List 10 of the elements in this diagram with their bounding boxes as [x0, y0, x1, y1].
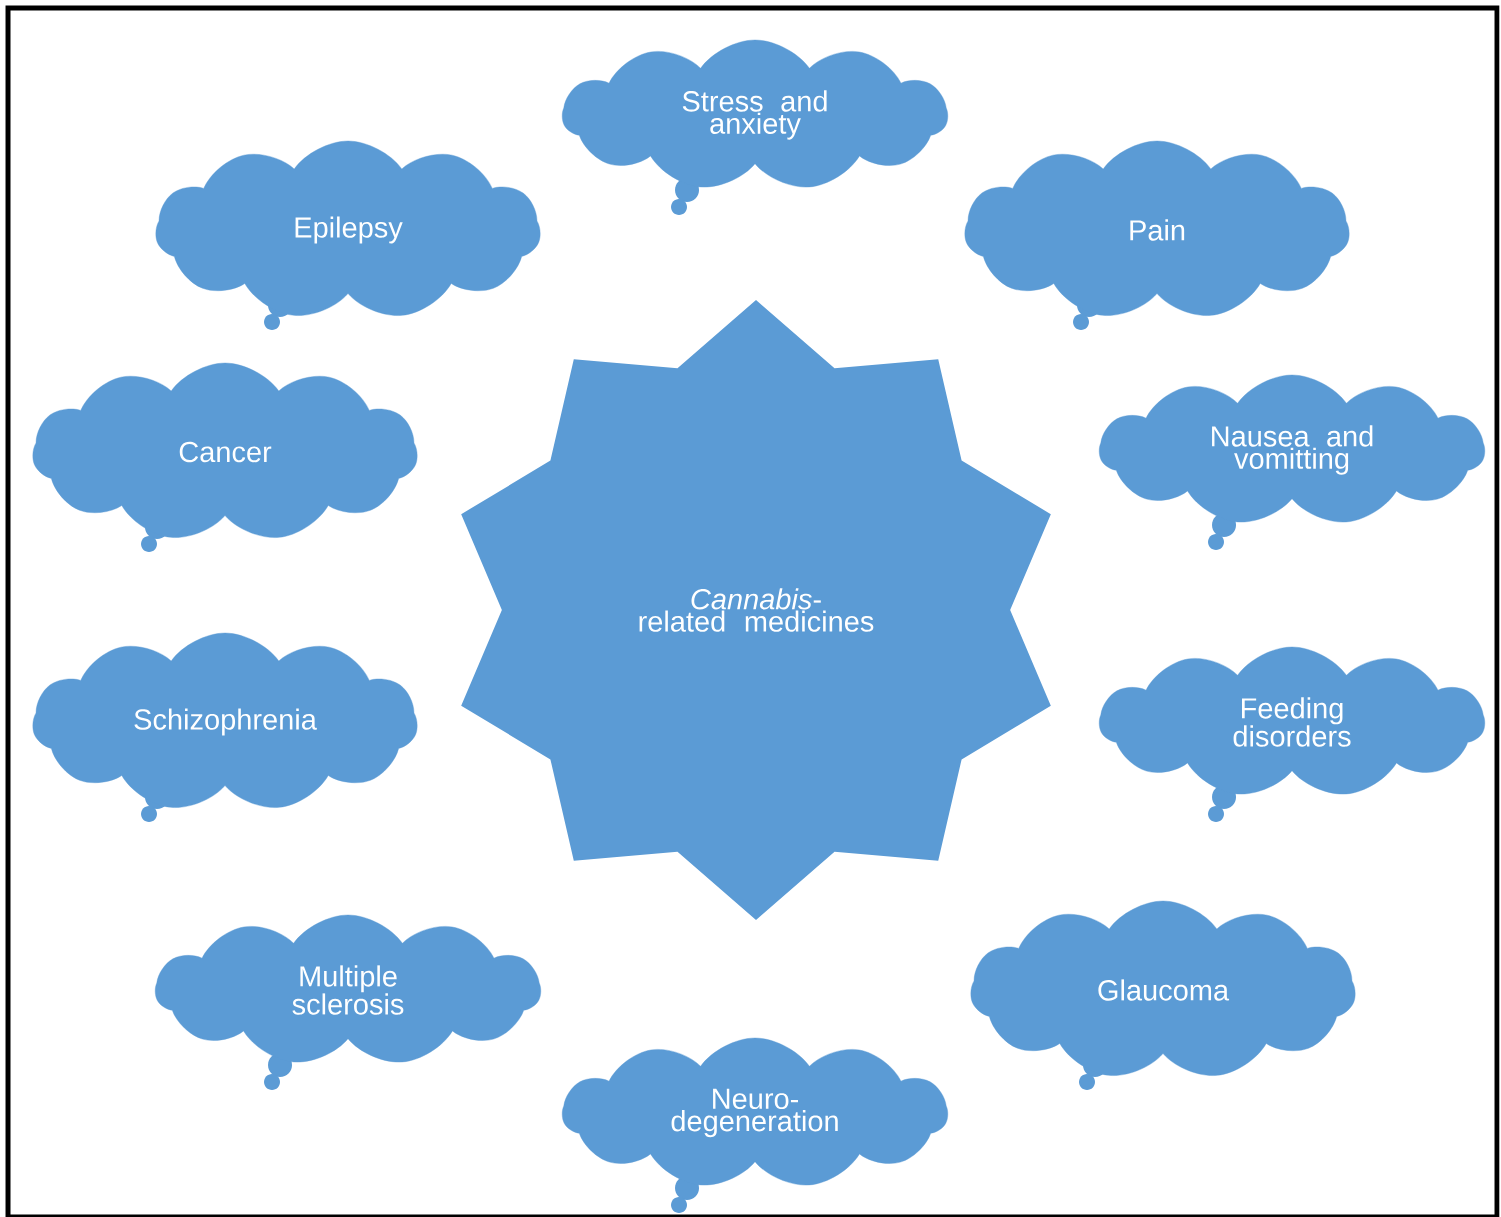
- thought-cloud: Cancer: [32, 362, 418, 552]
- thought-cloud: Epilepsy: [155, 140, 541, 330]
- thought-cloud: Feeding disorders: [1099, 646, 1485, 822]
- thought-cloud: Neuro-degeneration: [562, 1037, 948, 1213]
- thought-cloud: Nausea and vomitting: [1099, 374, 1485, 550]
- thought-cloud: Glaucoma: [970, 900, 1356, 1090]
- thought-cloud: Multiple sclerosis: [155, 914, 541, 1090]
- thought-cloud: Schizophrenia: [32, 632, 418, 822]
- thought-cloud: Stress and anxiety: [562, 39, 948, 215]
- thought-cloud: Pain: [964, 140, 1350, 330]
